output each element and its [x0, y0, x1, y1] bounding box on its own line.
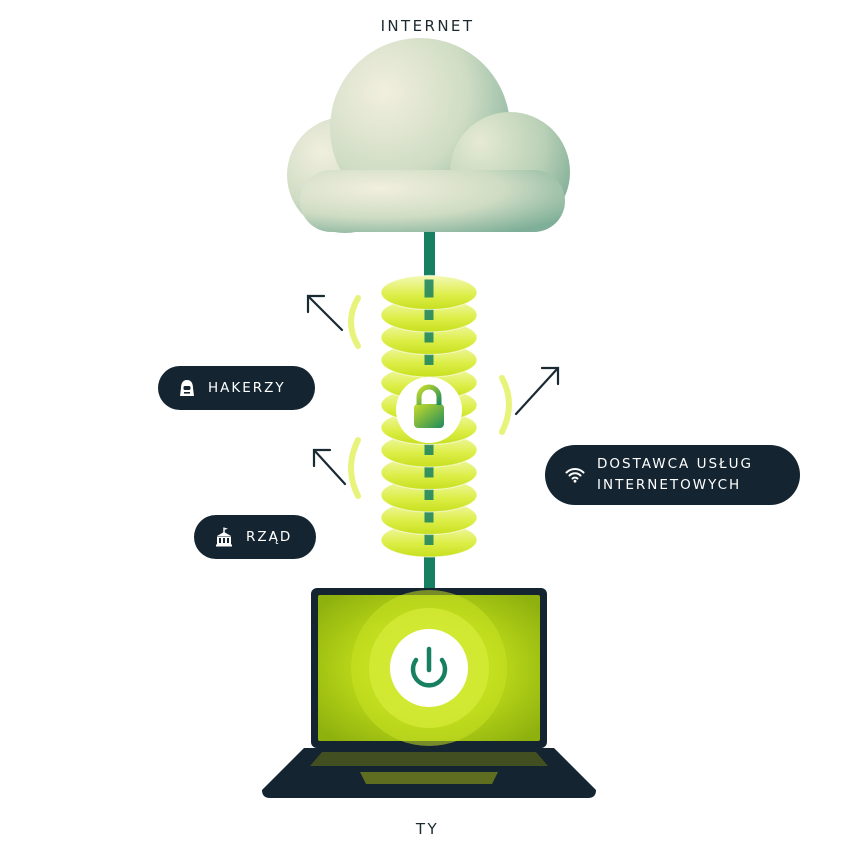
tunnel-cable-segment — [424, 482, 434, 500]
arrow-up-left-icon — [306, 294, 344, 332]
tunnel-cable-segment — [424, 527, 434, 545]
lock-icon — [396, 377, 462, 443]
threat-government-label: RZĄD — [246, 528, 293, 545]
tunnel-cable-segment — [424, 459, 434, 478]
tunnel-cable-segment — [424, 302, 434, 320]
threat-isp-label-line1: DOSTAWCA USŁUG — [597, 456, 753, 472]
government-building-icon — [214, 527, 234, 547]
threat-isp-label: DOSTAWCA USŁUG INTERNETOWYCH — [597, 454, 753, 496]
power-icon[interactable] — [390, 629, 468, 707]
hacker-icon — [178, 379, 196, 397]
tunnel-cable-segment — [424, 437, 434, 455]
label-you: TY — [415, 820, 440, 838]
wifi-icon — [565, 467, 585, 483]
threat-government: RZĄD — [194, 515, 316, 559]
tunnel-cable-segment — [424, 504, 434, 523]
tunnel-cable-segment — [424, 324, 434, 343]
threat-hackers: HAKERZY — [158, 366, 315, 410]
threat-isp-label-line2: INTERNETOWYCH — [597, 477, 742, 493]
tunnel-cable-segment — [424, 347, 434, 365]
deflection-arcs — [348, 295, 512, 499]
arrow-up-right-icon — [514, 366, 560, 416]
label-internet: INTERNET — [380, 17, 475, 35]
arrow-up-left-icon — [312, 448, 347, 486]
threat-hackers-label: HAKERZY — [208, 379, 286, 396]
cloud-icon — [287, 38, 570, 233]
tunnel-cable-segment — [424, 279, 434, 298]
threat-isp: DOSTAWCA USŁUG INTERNETOWYCH — [545, 445, 800, 505]
